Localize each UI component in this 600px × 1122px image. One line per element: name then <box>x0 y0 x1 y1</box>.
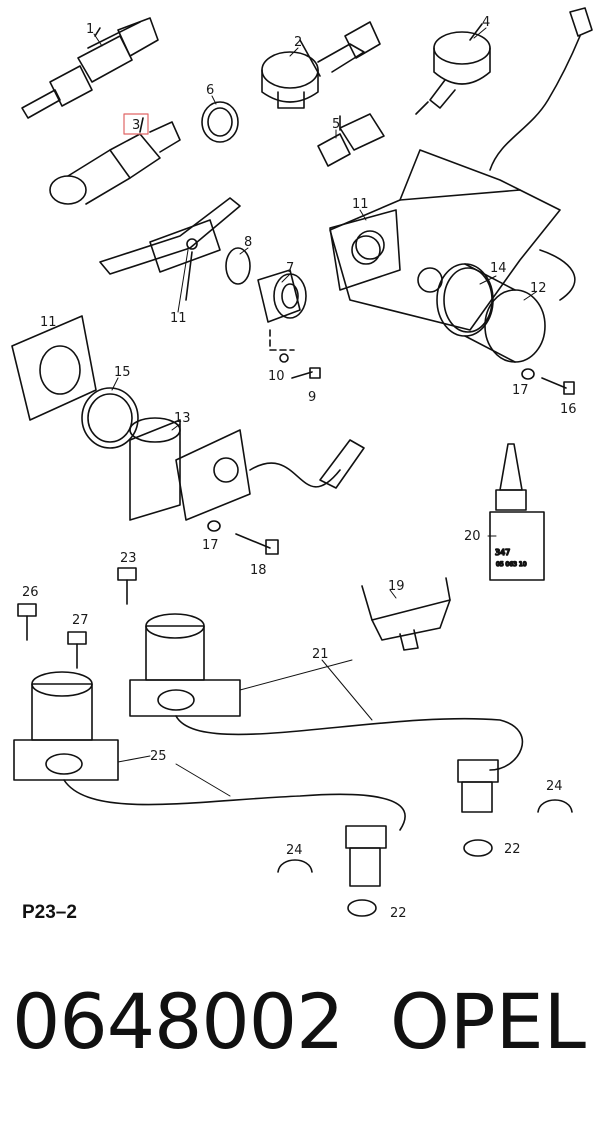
part-10-washer <box>279 353 289 363</box>
callout-11-center: 11 <box>352 197 369 212</box>
callout-13: 13 <box>174 411 191 426</box>
part-23-bolt <box>117 567 137 605</box>
callout-17-right: 17 <box>512 383 529 398</box>
callout-11-linkage: 11 <box>170 311 187 326</box>
part-6-washer <box>201 101 239 143</box>
part-18-bolt <box>235 533 279 555</box>
part-26-bolt <box>17 603 37 641</box>
part-27-bolt <box>67 631 87 669</box>
callout-22-right: 22 <box>504 842 521 857</box>
sensor-cable <box>489 7 593 171</box>
callout-11-left: 11 <box>40 315 57 330</box>
callout-14: 14 <box>490 261 507 276</box>
callout-3: 3 <box>132 118 140 133</box>
callout-26: 26 <box>22 585 39 600</box>
part-24-clip-left <box>277 859 313 873</box>
bottle-label-line2: 05 063 10 <box>496 561 527 568</box>
part-4-pressure-switch <box>415 23 491 115</box>
part-25-solenoid-cable <box>13 671 406 831</box>
callout-17-center: 17 <box>202 538 219 553</box>
figure-code: P23–2 <box>22 902 77 923</box>
part-22-seal-right <box>463 839 493 857</box>
part-13-solenoid <box>129 417 365 521</box>
part-8-o-ring <box>225 247 251 285</box>
callout-6: 6 <box>206 83 214 98</box>
callout-24-left: 24 <box>286 843 303 858</box>
callout-7: 7 <box>286 261 294 276</box>
part-19-clip <box>361 577 451 651</box>
callout-10: 10 <box>268 369 285 384</box>
callout-24-right: 24 <box>546 779 563 794</box>
callout-4: 4 <box>482 15 490 30</box>
callout-19: 19 <box>388 579 405 594</box>
part-15-seal-ring <box>81 387 139 449</box>
gearbox-housing <box>329 149 561 331</box>
part-5-bolt <box>317 113 385 167</box>
part-16-bolt <box>541 377 575 395</box>
callout-2: 2 <box>294 35 302 50</box>
callout-8: 8 <box>244 235 252 250</box>
part-3-sensor <box>49 117 181 205</box>
callout-25: 25 <box>150 749 167 764</box>
callout-21: 21 <box>312 647 329 662</box>
leader-lines <box>93 27 537 797</box>
callout-23: 23 <box>120 551 137 566</box>
part-21-solenoid-cable <box>129 613 524 771</box>
part-number: 0648002 <box>12 977 344 1066</box>
part-14-o-ring <box>443 267 493 333</box>
part-20-sealant-bottle <box>489 443 545 581</box>
exploded-parts-diagram: 347 05 063 10 <box>11 7 593 921</box>
callout-27: 27 <box>72 613 89 628</box>
shift-linkage <box>99 197 241 301</box>
bottle-label-line1: 347 <box>495 548 510 557</box>
part-12-assembly <box>436 249 576 363</box>
part-2-switch <box>261 21 381 109</box>
part-1-sensor <box>21 17 159 119</box>
part-11-gasket-left <box>11 315 97 421</box>
part-9-bolt <box>291 367 321 379</box>
callout-16: 16 <box>560 402 577 417</box>
callout-9: 9 <box>308 390 316 405</box>
part-17-washer-center <box>207 520 221 532</box>
part-17-washer-right <box>521 368 535 380</box>
callout-22-left: 22 <box>390 906 407 921</box>
callout-3-highlight-box <box>123 113 149 135</box>
callout-20: 20 <box>464 529 481 544</box>
part-24-clip-right <box>537 799 573 813</box>
connector-right <box>457 759 499 813</box>
callout-1: 1 <box>86 22 94 37</box>
brand-name: OPEL <box>389 977 586 1066</box>
connector-left <box>345 825 387 887</box>
callout-18: 18 <box>250 563 267 578</box>
part-22-seal-left <box>347 899 377 917</box>
callout-12: 12 <box>530 281 547 296</box>
part-11-gasket-center <box>329 209 401 291</box>
callout-15: 15 <box>114 365 131 380</box>
callout-5: 5 <box>332 117 340 132</box>
